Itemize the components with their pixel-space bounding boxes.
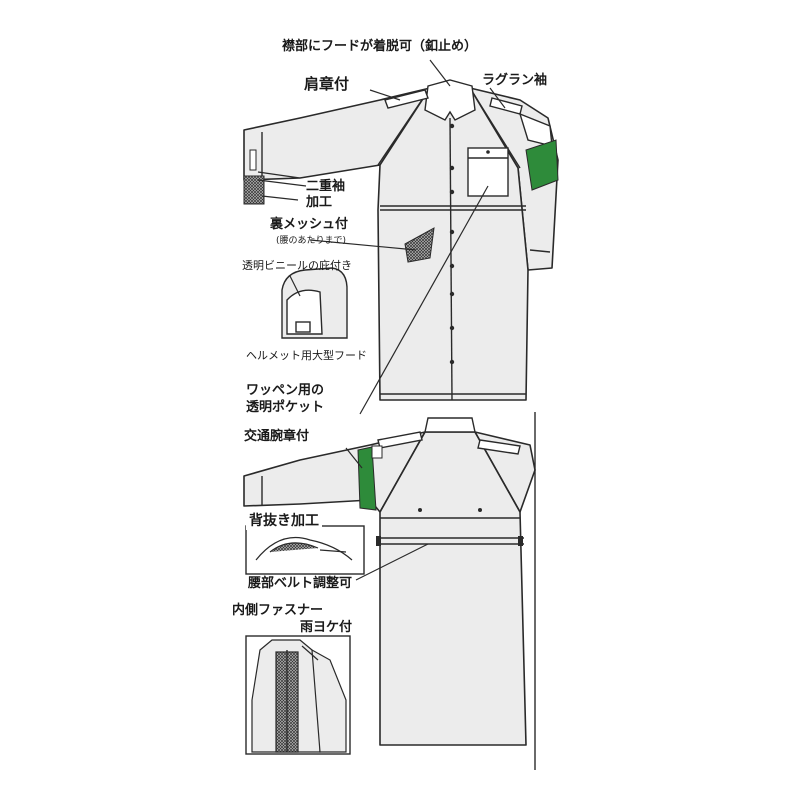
- label-patch-pocket-1: ワッペン用の: [246, 383, 325, 398]
- label-raglan-sleeve: ラグラン袖: [482, 73, 548, 88]
- label-waist-belt: 腰部ベルト調整可: [248, 576, 353, 591]
- label-mesh-2: (腰のあたりまで): [276, 236, 347, 246]
- label-back-vent: 背抜き加工: [246, 510, 322, 530]
- raglan-seam-right: [469, 87, 521, 169]
- label-collar-hood: 襟部にフードが着脱可（釦止め）: [282, 39, 478, 54]
- label-inner-zip-1: 内側ファスナー: [232, 603, 324, 618]
- back-armband: [357, 446, 377, 511]
- label-patch-pocket-2: 透明ポケット: [246, 400, 325, 415]
- front-buttons: [449, 123, 490, 365]
- label-armband: 交通腕章付: [244, 429, 310, 444]
- leader-lines: [257, 59, 506, 661]
- label-inner-zip-2: 雨ヨケ付: [300, 620, 353, 635]
- back-collar: [424, 417, 476, 433]
- chest-pocket: [467, 147, 509, 197]
- left-epaulette: [384, 89, 429, 109]
- helmet-hood: [281, 267, 348, 339]
- front-armband: [525, 139, 559, 191]
- collar: [424, 79, 476, 121]
- label-visor: 透明ビニールの庇付き: [242, 259, 352, 272]
- label-double-sleeve-1: 二重袖: [306, 179, 346, 194]
- label-mesh-1: 裏メッシュ付: [270, 217, 349, 232]
- label-epaulette: 肩章付: [304, 75, 350, 93]
- label-double-sleeve-2: 加工: [306, 195, 333, 210]
- double-sleeve-cuff: [243, 175, 265, 205]
- mesh-lining-swatch: [404, 227, 435, 263]
- raglan-seam-left: [377, 87, 431, 166]
- front-placket: [449, 117, 453, 401]
- label-helmet-hood: ヘルメット用大型フード: [246, 349, 367, 362]
- back-vent-inset: [245, 525, 365, 575]
